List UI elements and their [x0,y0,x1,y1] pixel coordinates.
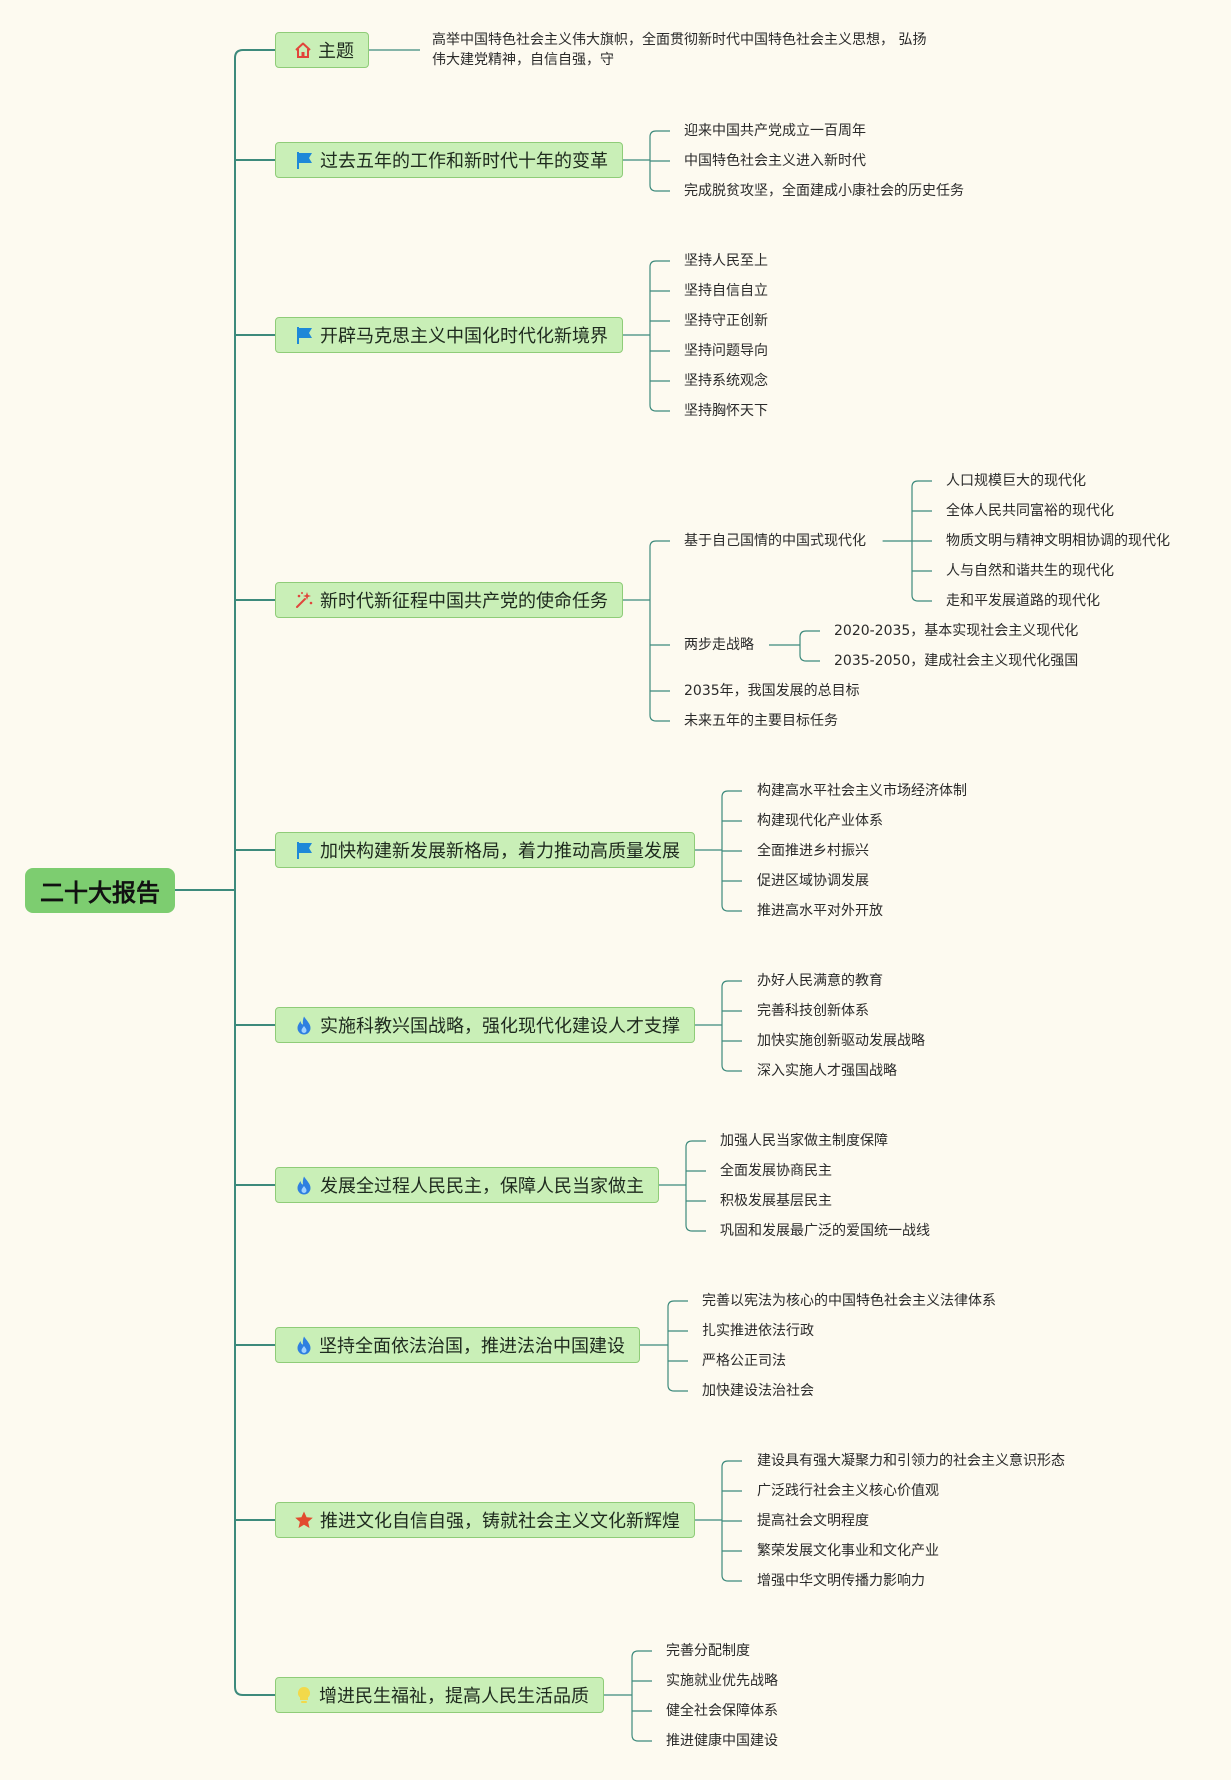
leaf-node[interactable]: 积极发展基层民主 [720,1193,832,1209]
topic-label: 发展全过程人民民主，保障人民当家做主 [320,1176,644,1197]
leaf-node[interactable]: 加快实施创新驱动发展战略 [757,1033,925,1049]
leaf-node[interactable]: 严格公正司法 [702,1353,786,1369]
leaf-node[interactable]: 加快建设法治社会 [702,1383,814,1399]
topic-label: 新时代新征程中国共产党的使命任务 [320,591,608,612]
subtopic-bracket [769,630,820,662]
sparkle-icon [293,589,315,611]
subtopic-node[interactable]: 基于自己国情的中国式现代化 [684,533,866,549]
flame-icon [293,1014,315,1036]
leaf-node[interactable]: 完成脱贫攻坚，全面建成小康社会的历史任务 [684,183,964,199]
leaf-node[interactable]: 巩固和发展最广泛的爱国统一战线 [720,1223,930,1239]
topic-bracket-4 [623,540,670,722]
topic-label: 加快构建新发展新格局，着力推动高质量发展 [320,841,680,862]
topic-label: 主题 [318,41,354,62]
leaf-node[interactable]: 全体人民共同富裕的现代化 [946,503,1114,519]
trunk-line [234,49,275,1696]
flag-icon [293,839,315,861]
leaf-node[interactable]: 迎来中国共产党成立一百周年 [684,123,866,139]
leaf-node[interactable]: 推进高水平对外开放 [757,903,883,919]
leaf-node[interactable]: 人口规模巨大的现代化 [946,473,1086,489]
topic-label: 实施科教兴国战略，强化现代化建设人才支撑 [320,1016,680,1037]
leaf-node[interactable]: 坚持人民至上 [684,253,768,269]
leaf-node[interactable]: 繁荣发展文化事业和文化产业 [757,1543,939,1559]
leaf-node[interactable]: 构建现代化产业体系 [757,813,883,829]
leaf-node[interactable]: 完善科技创新体系 [757,1003,869,1019]
topic-node-4[interactable]: 新时代新征程中国共产党的使命任务 [275,582,623,618]
theme-text[interactable]: 高举中国特色社会主义伟大旗帜，全面贯彻新时代中国特色社会主义思想， 弘扬伟大建党… [432,32,927,68]
leaf-node[interactable]: 坚持系统观念 [684,373,768,389]
topic-node-9[interactable]: 推进文化自信自强，铸就社会主义文化新辉煌 [275,1502,695,1538]
topic-bracket-2 [623,130,670,192]
leaf-node[interactable]: 实施就业优先战略 [666,1673,778,1689]
flame-icon [293,1174,315,1196]
topic-label: 增进民生福祉，提高人民生活品质 [319,1686,589,1707]
leaf-node[interactable]: 完善分配制度 [666,1643,750,1659]
topic-node-7[interactable]: 发展全过程人民民主，保障人民当家做主 [275,1167,659,1203]
leaf-node[interactable]: 全面推进乡村振兴 [757,843,869,859]
leaf-node[interactable]: 促进区域协调发展 [757,873,869,889]
leaf-node[interactable]: 扎实推进依法行政 [702,1323,814,1339]
topic-bracket-9 [695,1460,742,1582]
subtopic-node[interactable]: 两步走战略 [684,637,754,653]
leaf-node[interactable]: 2020-2035，基本实现社会主义现代化 [834,623,1079,639]
topic-label: 推进文化自信自强，铸就社会主义文化新辉煌 [320,1511,680,1532]
leaf-node[interactable]: 走和平发展道路的现代化 [946,593,1100,609]
topic-label: 过去五年的工作和新时代十年的变革 [320,151,608,172]
leaf-node[interactable]: 深入实施人才强国战略 [757,1063,897,1079]
leaf-node[interactable]: 健全社会保障体系 [666,1703,778,1719]
topic-node-6[interactable]: 实施科教兴国战略，强化现代化建设人才支撑 [275,1007,695,1043]
home-icon [293,39,313,61]
leaf-node[interactable]: 全面发展协商民主 [720,1163,832,1179]
leaf-node[interactable]: 构建高水平社会主义市场经济体制 [757,783,967,799]
leaf-node[interactable]: 加强人民当家做主制度保障 [720,1133,888,1149]
leaf-node[interactable]: 推进健康中国建设 [666,1733,778,1749]
leaf-node[interactable]: 建设具有强大凝聚力和引领力的社会主义意识形态 [757,1453,1065,1469]
topic-bracket-6 [695,980,742,1072]
flag-icon [293,149,315,171]
star-icon [293,1509,315,1531]
topic-node-8[interactable]: 坚持全面依法治国，推进法治中国建设 [275,1327,640,1363]
subtopic-bracket [882,480,932,602]
topic-node-1[interactable]: 主题 [275,32,369,68]
leaf-node[interactable]: 广泛践行社会主义核心价值观 [757,1483,939,1499]
leaf-node[interactable]: 坚持胸怀天下 [684,403,768,419]
topic-node-10[interactable]: 增进民生福祉，提高人民生活品质 [275,1677,604,1713]
leaf-node[interactable]: 提高社会文明程度 [757,1513,869,1529]
topic-node-2[interactable]: 过去五年的工作和新时代十年的变革 [275,142,623,178]
lightbulb-icon [293,1684,314,1706]
root-node[interactable]: 二十大报告 [25,868,175,913]
leaf-node[interactable]: 2035年，我国发展的总目标 [684,683,860,699]
leaf-node[interactable]: 中国特色社会主义进入新时代 [684,153,866,169]
leaf-node[interactable]: 2035-2050，建成社会主义现代化强国 [834,653,1079,669]
topic-bracket-8 [640,1300,688,1392]
topic-node-5[interactable]: 加快构建新发展新格局，着力推动高质量发展 [275,832,695,868]
flag-icon [293,324,315,346]
topic-label: 开辟马克思主义中国化时代化新境界 [320,326,608,347]
leaf-node[interactable]: 人与自然和谐共生的现代化 [946,563,1114,579]
leaf-node[interactable]: 增强中华文明传播力影响力 [757,1573,925,1589]
leaf-node[interactable]: 物质文明与精神文明相协调的现代化 [946,533,1170,549]
topic-node-3[interactable]: 开辟马克思主义中国化时代化新境界 [275,317,623,353]
leaf-node[interactable]: 坚持守正创新 [684,313,768,329]
leaf-node[interactable]: 完善以宪法为核心的中国特色社会主义法律体系 [702,1293,996,1309]
flame-icon [293,1334,314,1356]
leaf-node[interactable]: 坚持自信自立 [684,283,768,299]
topic-label: 坚持全面依法治国，推进法治中国建设 [319,1336,625,1357]
topic-bracket-7 [659,1140,706,1232]
topic-bracket-3 [623,260,670,412]
leaf-node[interactable]: 办好人民满意的教育 [757,973,883,989]
leaf-node[interactable]: 坚持问题导向 [684,343,768,359]
topic-bracket-5 [695,790,742,912]
topic-bracket-10 [604,1650,652,1742]
leaf-node[interactable]: 未来五年的主要目标任务 [684,713,838,729]
